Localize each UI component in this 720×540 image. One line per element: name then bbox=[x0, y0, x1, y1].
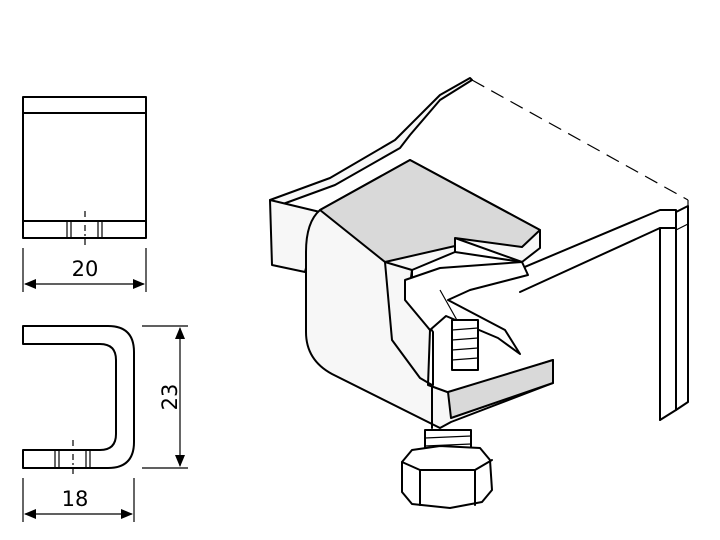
side-view: 23 18 bbox=[22, 325, 188, 522]
side-view-width-label: 18 bbox=[62, 487, 89, 511]
front-view-width-label: 20 bbox=[72, 257, 99, 281]
front-view-dimension: 20 bbox=[22, 248, 147, 292]
side-view-width-dimension: 18 bbox=[22, 478, 135, 522]
side-view-c-profile bbox=[22, 325, 135, 469]
clamp-body bbox=[305, 159, 554, 429]
clamp-screw-upper bbox=[451, 319, 479, 371]
isometric-view bbox=[269, 77, 689, 509]
front-view: 20 bbox=[22, 96, 147, 292]
front-view-outline bbox=[22, 96, 147, 239]
side-view-height-label: 23 bbox=[158, 384, 182, 411]
side-view-height-dimension: 23 bbox=[142, 325, 188, 469]
clamp-bolt bbox=[401, 429, 493, 509]
front-view-screw-hole bbox=[66, 211, 103, 246]
hex-nut bbox=[401, 445, 493, 509]
mounting-plate bbox=[269, 77, 689, 421]
clamp-jaw bbox=[404, 261, 529, 355]
clamp-bottom-face bbox=[447, 359, 554, 419]
side-view-screw-hole bbox=[54, 440, 91, 476]
clamp-top-face bbox=[319, 159, 541, 263]
